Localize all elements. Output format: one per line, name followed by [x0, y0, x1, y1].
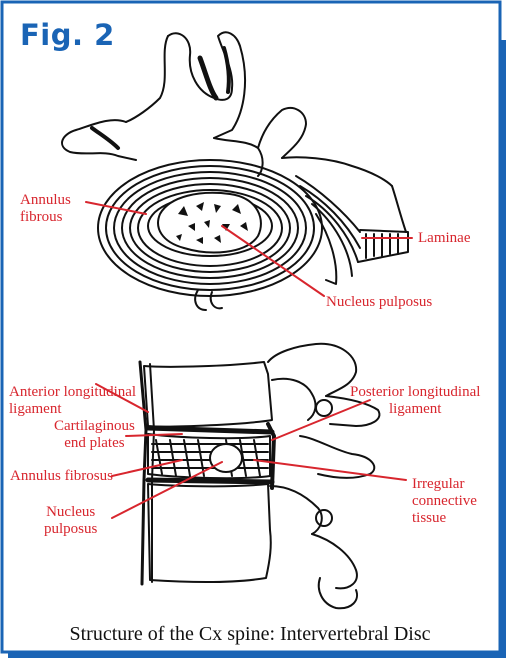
- top-vertebra-drawing: [62, 32, 408, 310]
- label-cartilaginous-end-plates: Cartilaginous end plates: [54, 418, 135, 452]
- label-annulus-fibrous: Annulus fibrous: [20, 192, 71, 226]
- side-vertebrae-drawing: [140, 344, 379, 608]
- label-irregular-connective-tissue: Irregular connective tissue: [412, 476, 477, 527]
- label-anterior-longitudinal-ligament: Anterior longitudinal ligament: [9, 384, 136, 418]
- figure-caption: Structure of the Cx spine: Intervertebra…: [0, 623, 500, 646]
- leader-annulus-top: [86, 202, 146, 214]
- label-nucleus-pulposus-top: Nucleus pulposus: [326, 294, 432, 311]
- label-nucleus-pulposus-side: Nucleus pulposus: [44, 504, 97, 538]
- leader-nucleus-side: [112, 462, 222, 518]
- label-posterior-longitudinal-ligament: Posterior longitudinal ligament: [350, 384, 480, 418]
- label-annulus-fibrosus: Annulus fibrosus: [10, 468, 113, 485]
- frame-border: [2, 2, 500, 652]
- label-laminae: Laminae: [418, 230, 470, 247]
- figure-title: Fig. 2: [20, 18, 115, 52]
